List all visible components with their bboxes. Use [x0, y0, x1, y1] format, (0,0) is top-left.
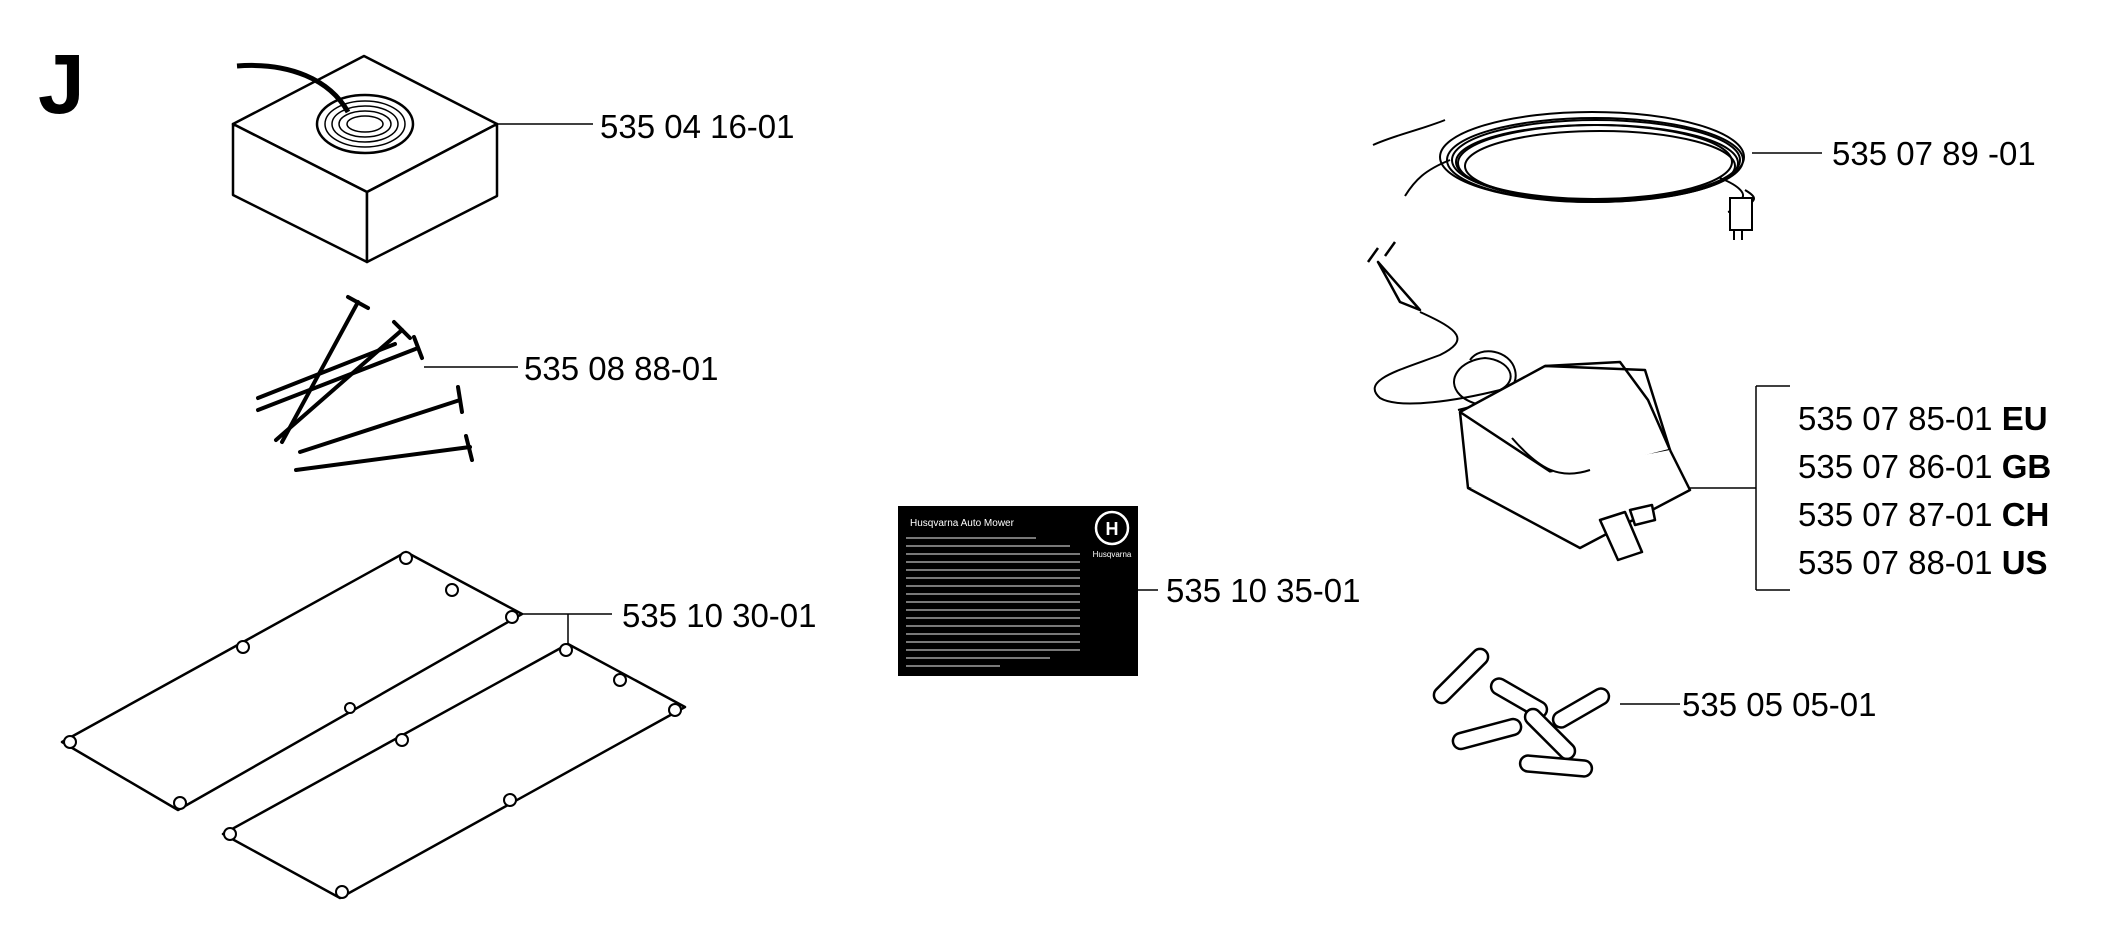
card-title: Husqvarna Auto Mower: [910, 518, 1015, 529]
part-number-wire-spool: 535 04 16-01: [600, 108, 795, 145]
variant-code: US: [2001, 544, 2048, 581]
variant-code: CH: [2001, 496, 2050, 533]
part-number-extension-cable: 535 07 89 -01: [1832, 135, 2036, 172]
part-number-pegs: 535 08 88-01: [524, 350, 719, 387]
manual-card-illustration: Husqvarna Auto Mower H Husqvarna: [898, 506, 1138, 676]
pegs-illustration: [256, 295, 474, 472]
part-number-connectors: 535 05 05-01: [1682, 686, 1877, 723]
logo-letter: H: [1106, 519, 1119, 539]
cable-coil-illustration: [1372, 111, 1755, 240]
part-number-plates: 535 10 30-01: [622, 597, 817, 634]
transformer-variant-ch: 535 07 87-01 CH: [1798, 498, 2049, 531]
plates-illustration: [60, 550, 687, 900]
part-number-manual-card: 535 10 35-01: [1166, 572, 1361, 609]
variant-number: 535 07 87-01: [1798, 496, 1993, 533]
variant-number: 535 07 88-01: [1798, 544, 1993, 581]
variant-code: GB: [2001, 448, 2052, 485]
transformer-variant-gb: 535 07 86-01 GB: [1798, 450, 2051, 483]
variant-code: EU: [2001, 400, 2048, 437]
variant-number: 535 07 86-01: [1798, 448, 1993, 485]
section-letter: J: [38, 37, 85, 131]
plates-leader: [522, 613, 612, 644]
wire-spool-illustration: [231, 54, 499, 264]
transformer-variant-eu: 535 07 85-01 EU: [1798, 402, 2048, 435]
transformer-illustration: [1366, 241, 1692, 562]
husqvarna-logo-icon: [1094, 510, 1130, 546]
variant-number: 535 07 85-01: [1798, 400, 1993, 437]
logo-text: Husqvarna: [1093, 550, 1132, 559]
connectors-illustration: [1432, 647, 1611, 778]
transformer-leader: [1690, 385, 1790, 591]
transformer-variant-us: 535 07 88-01 US: [1798, 546, 2048, 579]
